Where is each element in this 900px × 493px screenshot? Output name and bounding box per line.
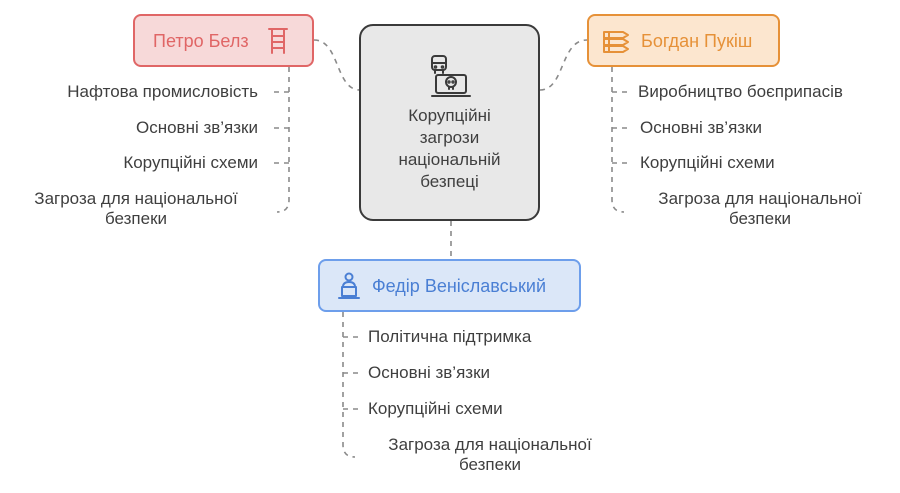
pukish-item-4: Загроза для національної безпеки bbox=[658, 189, 862, 228]
belz-item-1: Нафтова промисловість bbox=[67, 82, 258, 101]
belz-item-2: Основні зв’язки bbox=[135, 118, 258, 137]
trunk-pukish bbox=[611, 67, 625, 213]
pukish-item-2: Основні зв’язки bbox=[640, 118, 763, 137]
belz-item-3: Корупційні схеми bbox=[123, 153, 258, 172]
pukish-item-3: Корупційні схеми bbox=[640, 153, 775, 172]
node-fedir-venislavsky: Федір Веніславський bbox=[318, 259, 581, 312]
center-topic-node: Корупційні загрози національній безпеці bbox=[359, 24, 540, 221]
ammo-icon bbox=[603, 30, 629, 53]
venislavsky-item-1: Політична підтримка bbox=[368, 327, 532, 346]
venislavsky-item-4: Загроза для національної безпеки bbox=[388, 435, 592, 474]
speaker-podium-icon bbox=[338, 272, 360, 299]
node-bohdan-pukish: Богдан Пукіш bbox=[587, 14, 780, 67]
connector-center-belz bbox=[313, 39, 361, 91]
node-petro-belz: Петро Белз bbox=[133, 14, 314, 67]
belz-item-4: Загроза для національної безпеки bbox=[34, 189, 238, 228]
center-title: Корупційні загрози національній безпеці bbox=[398, 105, 501, 191]
bus-skull-laptop-icon bbox=[430, 54, 471, 97]
trunk-belz bbox=[276, 67, 290, 213]
venislavsky-item-2: Основні зв’язки bbox=[368, 363, 491, 382]
node-bohdan-pukish-label: Богдан Пукіш bbox=[641, 30, 753, 51]
trunk-venislavsky bbox=[342, 312, 356, 458]
ladder-icon bbox=[267, 27, 288, 54]
pukish-item-1: Виробництво боєприпасів bbox=[638, 82, 843, 101]
connector-center-pukish bbox=[539, 39, 588, 91]
node-fedir-venislavsky-label: Федір Веніславський bbox=[372, 275, 547, 296]
node-petro-belz-label: Петро Белз bbox=[153, 30, 249, 51]
venislavsky-item-3: Корупційні схеми bbox=[368, 399, 503, 418]
